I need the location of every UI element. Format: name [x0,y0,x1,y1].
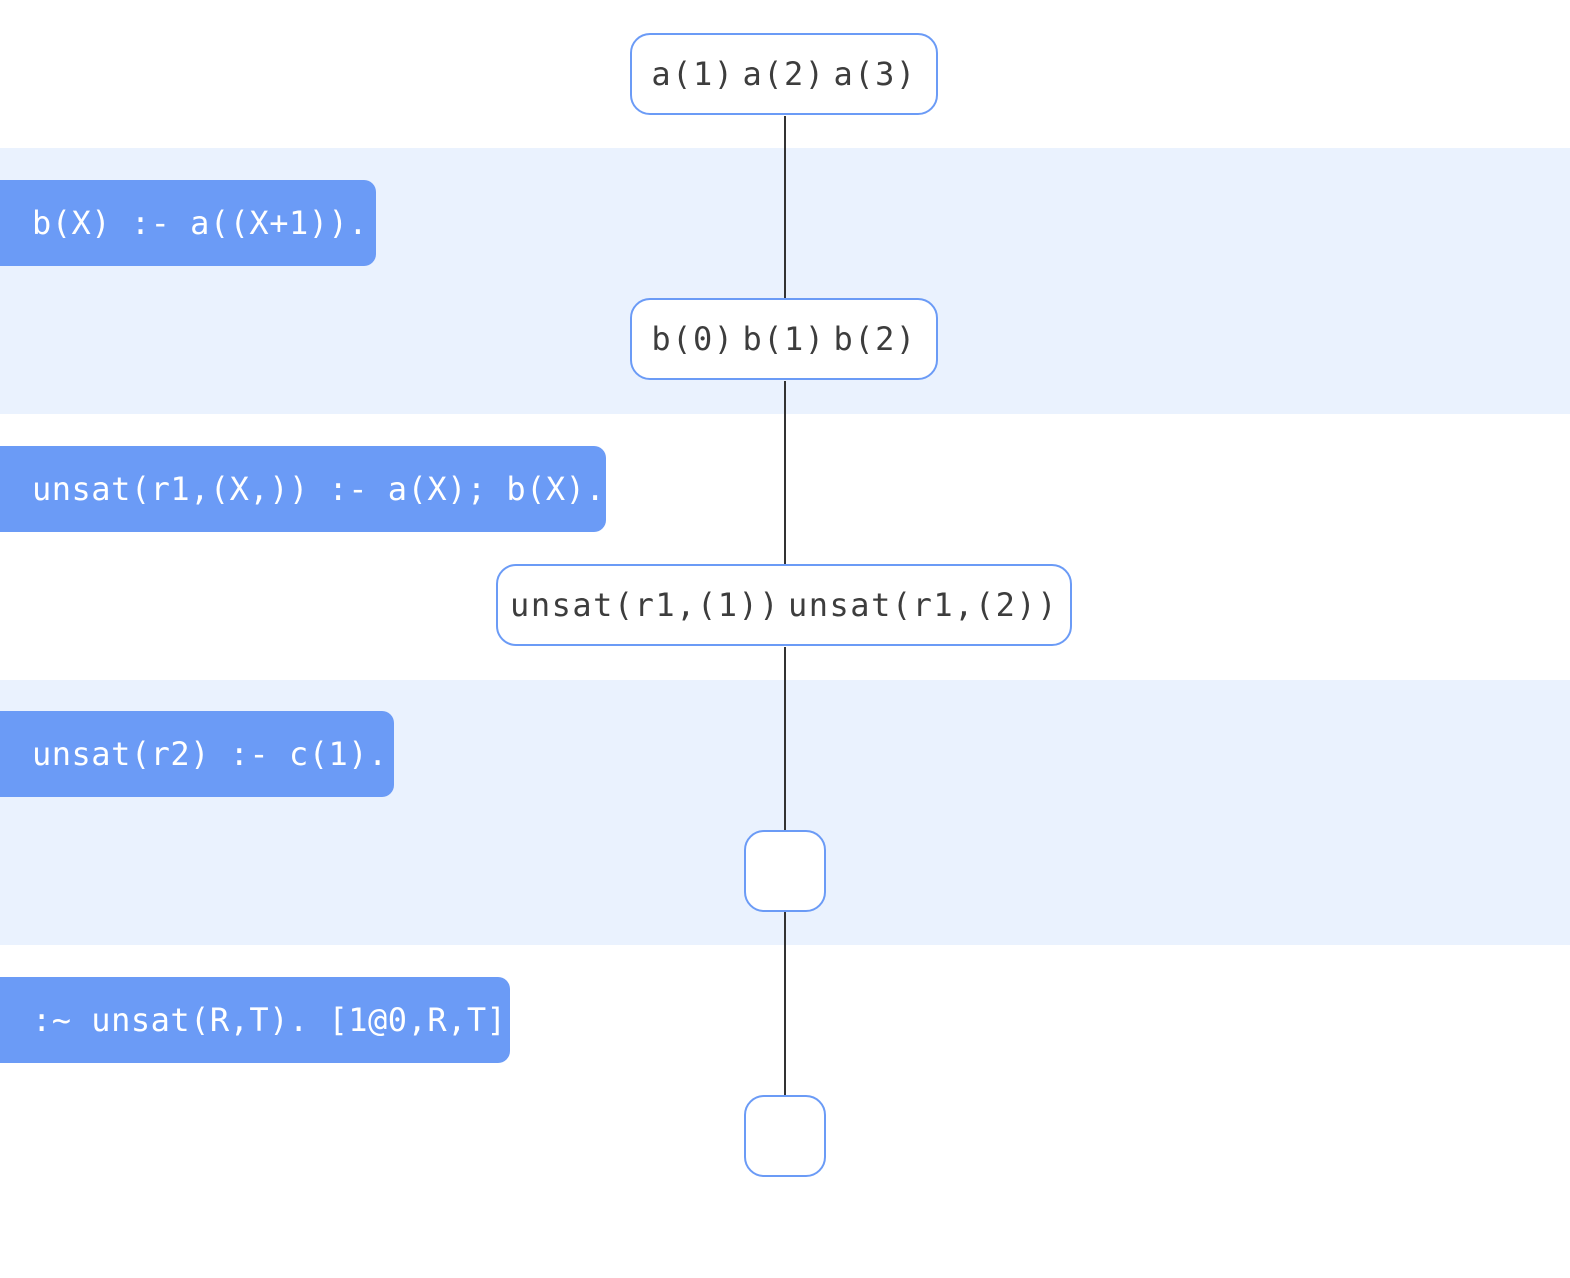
atom: b(2) [833,320,917,358]
rule-label-1: b(X) :- a((X+1)). [0,180,376,266]
atom-set-node-4-empty [744,1095,826,1177]
atom: unsat(r1,(1)) [510,586,780,624]
atom: unsat(r1,(2)) [788,586,1058,624]
edge-1-2 [784,381,786,565]
atom: a(2) [742,55,826,93]
atom: a(3) [833,55,917,93]
edge-2-3 [784,647,786,831]
rule-label-3: unsat(r2) :- c(1). [0,711,394,797]
atom: a(1) [651,55,735,93]
atom-set-node-2: unsat(r1,(1))unsat(r1,(2)) [496,564,1072,646]
edge-3-4 [784,912,786,1096]
atom: b(1) [742,320,826,358]
edge-0-1 [784,116,786,299]
atom-set-node-1: b(0)b(1)b(2) [630,298,938,380]
atom-set-node-0: a(1)a(2)a(3) [630,33,938,115]
rule-label-4: :~ unsat(R,T). [1@0,R,T] [0,977,510,1063]
atom-set-node-3-empty [744,830,826,912]
rule-label-2: unsat(r1,(X,)) :- a(X); b(X). [0,446,606,532]
atom: b(0) [651,320,735,358]
